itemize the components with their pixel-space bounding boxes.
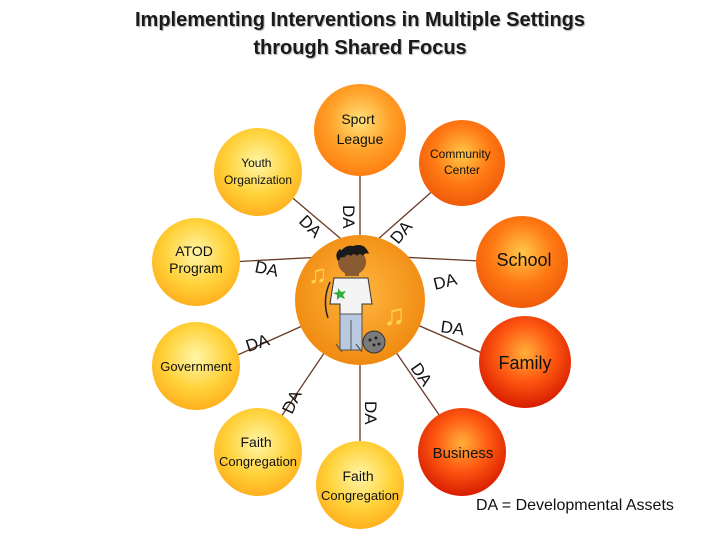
node-community-center-line1: Community [430,147,491,161]
node-sport-league: Sport League [314,84,406,176]
node-atod-program-line1: ATOD [175,243,213,259]
node-faith-bottom-line1: Faith [342,468,373,484]
node-faith-left: Faith Congregation [214,408,302,496]
svg-text:Sport League: Sport League [337,111,384,147]
node-youth-organization-line1: Youth [241,156,271,170]
svg-text:Faith Congregation: Faith Congregation [219,434,297,469]
da-label-atod: DA [253,257,281,281]
da-label-faith-left: DA [278,387,305,417]
da-label-school: DA [431,270,459,294]
title-line-2: through Shared Focus [253,37,467,59]
music-note-icon: ♫ [383,299,406,332]
da-label-youth: DA [295,211,326,242]
svg-text:Community Center: Community Center [430,147,494,177]
svg-text:Faith Congregation: Faith Congregation [321,468,399,503]
node-business-label: Business [433,445,494,462]
da-labels: DA DA DA DA DA DA DA DA DA DA [243,205,466,425]
da-label-sport: DA [339,205,358,229]
node-atod-program-line2: Program [169,260,223,276]
center-illustration: ♫ ♫ [295,235,425,365]
node-family-label: Family [499,353,552,373]
svg-text:Youth Organization: Youth Organization [224,156,292,187]
node-faith-bottom-line2: Congregation [321,488,399,503]
da-label-business: DA [407,359,436,390]
title-line-1: Implementing Interventions in Multiple S… [134,9,586,31]
node-atod-program: ATOD Program [152,218,240,306]
node-sport-league-line2: League [337,131,384,147]
node-school: School [476,216,568,308]
node-faith-bottom: Faith Congregation [316,441,404,529]
da-label-family: DA [439,317,466,339]
da-label-government: DA [243,330,272,356]
node-faith-left-line2: Congregation [219,454,297,469]
node-youth-organization-line2: Organization [224,173,292,187]
node-sport-league-line1: Sport [341,111,375,127]
node-community-center-line2: Center [444,163,480,177]
svg-text:ATOD Program: ATOD Program [169,243,223,276]
node-family: Family [479,316,571,408]
da-label-faith-bottom: DA [361,401,380,425]
node-faith-left-line1: Faith [240,434,271,450]
node-government-label: Government [160,359,232,374]
node-government: Government [152,322,240,410]
node-school-label: School [496,250,551,270]
node-community-center: Community Center [419,120,505,206]
kid-figure-icon [324,245,386,354]
node-youth-organization: Youth Organization [214,128,302,216]
music-note-icon: ♫ [308,259,328,289]
node-business: Business [418,408,506,496]
legend: DA = Developmental Assets [476,497,674,514]
